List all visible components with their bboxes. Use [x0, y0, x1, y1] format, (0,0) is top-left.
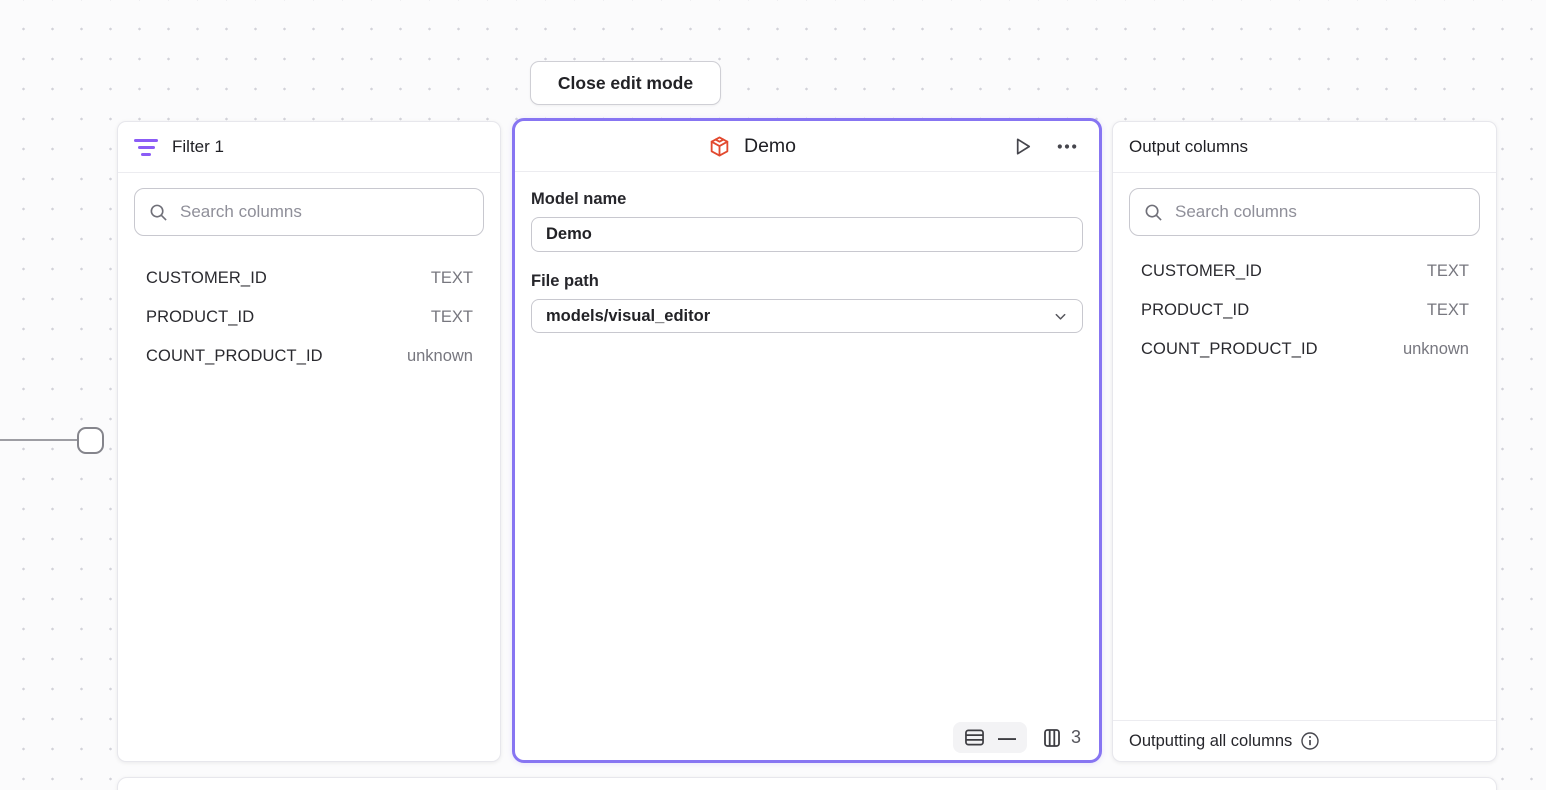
column-type: TEXT [1426, 301, 1469, 319]
column-type: unknown [406, 347, 473, 365]
bottom-panel [117, 777, 1497, 790]
model-name-label: Model name [531, 190, 627, 208]
search-icon [150, 204, 167, 221]
column-type: unknown [1402, 340, 1469, 358]
output-panel-title: Output columns [1129, 137, 1249, 156]
column-row[interactable]: CUSTOMER_ID TEXT [1113, 252, 1496, 291]
table-rows-icon [965, 729, 984, 746]
file-path-select[interactable]: models/visual_editor [531, 299, 1083, 333]
filter-panel: Filter 1 CUSTOMER_ID TEXT PRODUCT_ID TEX… [117, 121, 501, 762]
column-row[interactable]: PRODUCT_ID TEXT [118, 298, 500, 337]
model-panel-footer: — 3 [952, 722, 1081, 753]
output-column-list: CUSTOMER_ID TEXT PRODUCT_ID TEXT COUNT_P… [1113, 252, 1496, 369]
row-count-value: — [997, 727, 1016, 748]
filter-panel-header: Filter 1 [118, 122, 500, 173]
column-name: PRODUCT_ID [146, 308, 255, 326]
more-options-button[interactable] [1053, 133, 1081, 160]
ellipsis-icon [1057, 143, 1077, 149]
output-search-box[interactable] [1129, 188, 1480, 236]
filter-search-box[interactable] [134, 188, 484, 236]
file-path-value: models/visual_editor [546, 306, 711, 325]
close-edit-mode-button[interactable]: Close edit mode [530, 61, 721, 105]
filter-icon [134, 138, 158, 156]
output-panel-footer: Outputting all columns [1113, 720, 1496, 761]
column-name: PRODUCT_ID [1141, 301, 1250, 319]
filter-column-list: CUSTOMER_ID TEXT PRODUCT_ID TEXT COUNT_P… [118, 259, 500, 376]
edge-connector-handle[interactable] [77, 427, 104, 454]
column-type: TEXT [1426, 262, 1469, 280]
output-footer-text: Outputting all columns [1129, 731, 1293, 750]
column-name: CUSTOMER_ID [146, 269, 267, 287]
model-title-group: Demo [515, 135, 989, 158]
filter-panel-title: Filter 1 [172, 137, 224, 156]
chevron-down-icon [1055, 313, 1066, 320]
play-icon [1016, 137, 1031, 155]
column-count-value: 3 [1070, 727, 1081, 747]
column-row[interactable]: PRODUCT_ID TEXT [1113, 291, 1496, 330]
column-type: TEXT [430, 269, 473, 287]
model-header-actions [1009, 121, 1081, 171]
info-icon[interactable] [1300, 731, 1320, 751]
column-name: COUNT_PRODUCT_ID [146, 347, 323, 365]
column-name: COUNT_PRODUCT_ID [1141, 340, 1318, 358]
filter-search-input[interactable] [180, 202, 469, 222]
model-panel: Demo Model name [512, 118, 1102, 763]
column-name: CUSTOMER_ID [1141, 262, 1262, 280]
model-cube-icon [710, 135, 729, 157]
output-panel-header: Output columns [1113, 122, 1496, 173]
search-icon [1145, 204, 1162, 221]
column-count-indicator[interactable]: 3 [1043, 727, 1081, 748]
output-columns-panel: Output columns CUSTOMER_ID TEXT PRODUCT_… [1112, 121, 1497, 762]
edge-connector-line [0, 439, 78, 441]
model-name-input[interactable] [531, 217, 1083, 252]
table-columns-icon [1044, 728, 1060, 747]
column-row[interactable]: COUNT_PRODUCT_ID unknown [1113, 330, 1496, 369]
column-row[interactable]: COUNT_PRODUCT_ID unknown [118, 337, 500, 376]
column-type: TEXT [430, 308, 473, 326]
model-panel-title: Demo [743, 134, 797, 157]
model-panel-header: Demo [515, 121, 1099, 172]
model-panel-body: Model name File path models/visual_edito… [515, 172, 1099, 351]
column-row[interactable]: CUSTOMER_ID TEXT [118, 259, 500, 298]
file-path-label: File path [531, 272, 599, 290]
row-count-indicator[interactable]: — [952, 722, 1027, 753]
run-model-button[interactable] [1009, 133, 1036, 160]
output-search-input[interactable] [1175, 202, 1465, 222]
